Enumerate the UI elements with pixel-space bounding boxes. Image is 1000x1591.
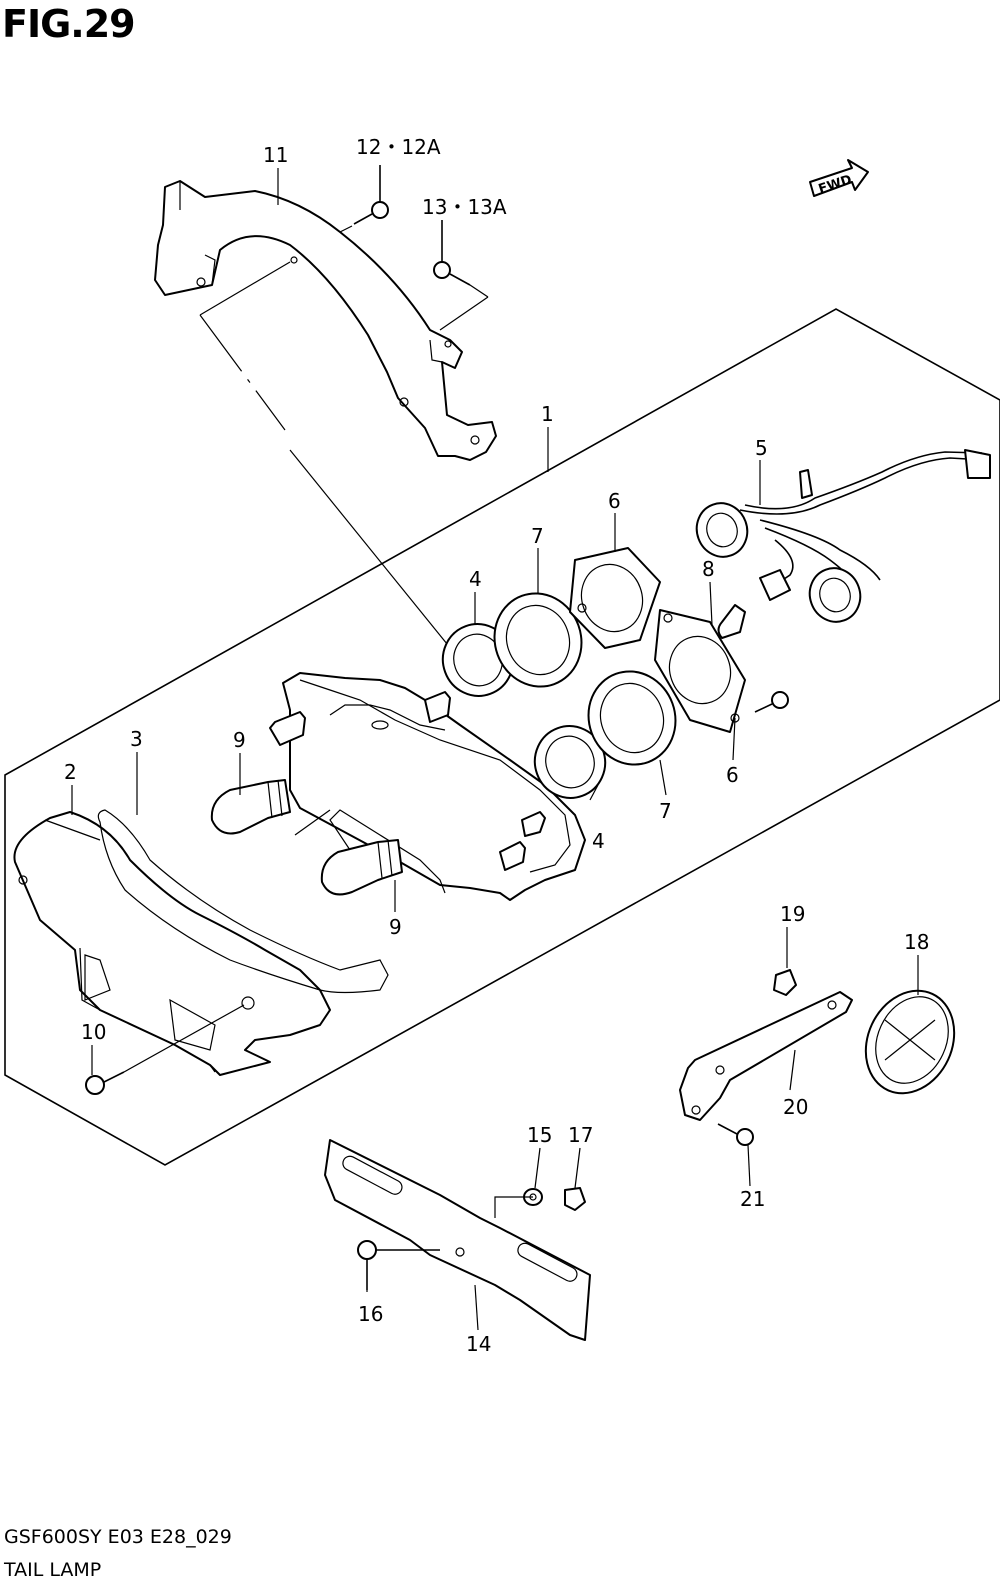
callout-14: 14: [466, 1332, 491, 1356]
bulb-part-9-lower: [320, 839, 403, 896]
screw-lamp-rear: [754, 691, 789, 713]
tail-lamp-lens-part-2: [13, 811, 331, 1076]
callout-15: 15: [527, 1123, 552, 1147]
callout-13: 13・13A: [422, 195, 507, 219]
gasket-part-6-upper: [569, 547, 661, 649]
callout-2: 2: [64, 760, 77, 784]
gasket-part-3: [97, 809, 389, 994]
screw-part-16: [357, 1240, 440, 1290]
harness-part-5: [695, 449, 991, 623]
lens-ring-part-7-lower: [587, 670, 677, 766]
callout-8: 8: [702, 557, 715, 581]
leader-12: [339, 225, 353, 233]
callout-5: 5: [755, 436, 768, 460]
assembly-boundary: [4, 308, 1000, 1166]
callout-21: 21: [740, 1187, 765, 1211]
callout-7-upper: 7: [531, 524, 544, 548]
lamp-housing: [269, 672, 586, 901]
callout-17: 17: [568, 1123, 593, 1147]
figure-title: FIG.29: [2, 2, 136, 46]
leader-11-lens: [199, 314, 286, 431]
callout-9-upper: 9: [233, 728, 246, 752]
callout-6-upper: 6: [608, 489, 621, 513]
reflector-part-18: [864, 989, 956, 1095]
screw-part-13: [433, 220, 471, 286]
nut-part-19: [773, 969, 797, 996]
bulb-part-8: [717, 604, 746, 639]
callout-12: 12・12A: [356, 135, 441, 159]
callout-18: 18: [904, 930, 929, 954]
callout-16: 16: [358, 1302, 383, 1326]
screw-part-10: [85, 1004, 245, 1095]
leader-13b: [439, 296, 489, 331]
leader-13: [469, 284, 489, 298]
callout-19: 19: [780, 902, 805, 926]
screw-part-21: [717, 1123, 754, 1146]
callout-10: 10: [81, 1020, 106, 1044]
gasket-part-6-lower: [654, 609, 746, 733]
leader-11-hole: [199, 261, 291, 316]
figure-code: GSF600SY E03 E28_029: [4, 1526, 232, 1548]
leader-lines: [71, 168, 919, 1331]
fwd-arrow: FWD: [809, 159, 869, 197]
lens-ring-part-7-upper: [493, 592, 583, 688]
leader-15: [494, 1196, 533, 1218]
callout-4-upper: 4: [469, 567, 482, 591]
leader-bracket-to-socket: [289, 449, 461, 661]
figure-name: TAIL LAMP: [4, 1559, 102, 1581]
callout-1: 1: [541, 402, 554, 426]
callout-6-lower: 6: [726, 763, 739, 787]
reflector-bracket-part-20: [679, 991, 853, 1121]
callout-11: 11: [263, 143, 288, 167]
callout-20: 20: [783, 1095, 808, 1119]
callout-7-lower: 7: [659, 799, 672, 823]
fwd-label: FWD: [817, 172, 854, 197]
bracket-part-11: [154, 180, 497, 461]
screw-part-12: [353, 165, 389, 225]
license-bracket-part-14: [324, 1139, 591, 1341]
callout-4-lower: 4: [592, 829, 605, 853]
nut-part-17: [564, 1187, 586, 1211]
bulb-part-9-upper: [210, 779, 291, 835]
callout-3: 3: [130, 727, 143, 751]
callout-9-lower: 9: [389, 915, 402, 939]
